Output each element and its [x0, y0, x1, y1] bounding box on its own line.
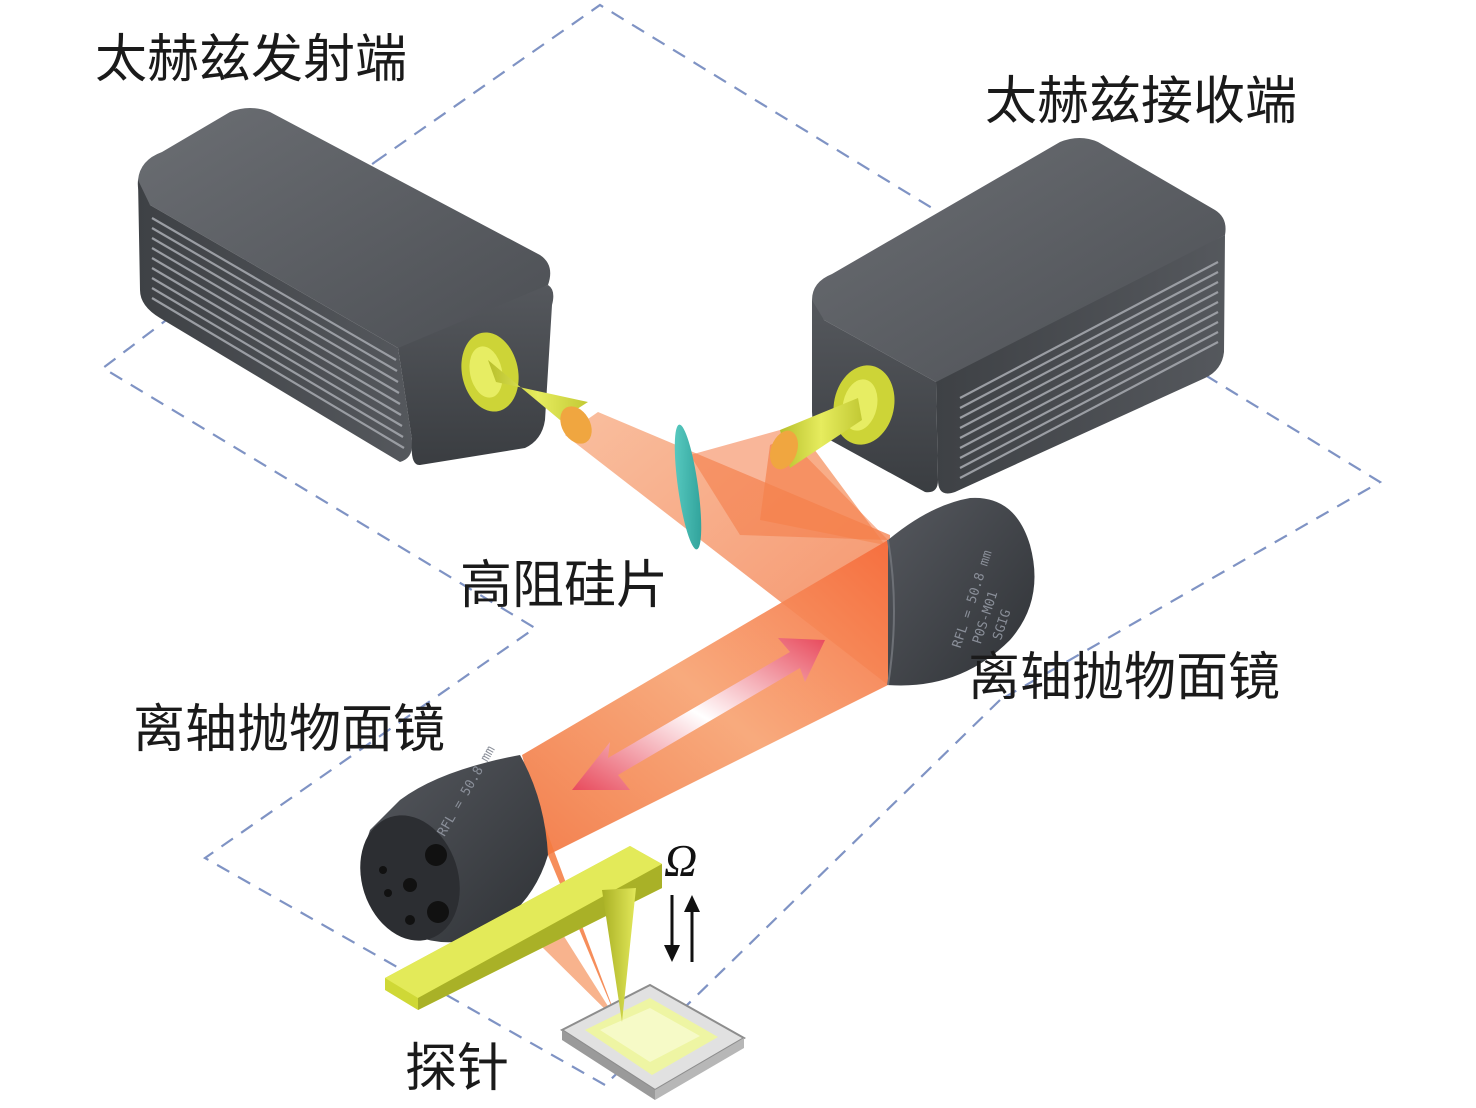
receiver-label: 太赫兹接收端 [985, 72, 1298, 132]
left-mirror-label: 离轴抛物面镜 [133, 700, 446, 760]
off-axis-parabolic-mirror-right: RFL = 50.8 mm P0S-M01 SGIG [887, 497, 1035, 686]
emitter-label: 太赫兹发射端 [95, 30, 408, 90]
bidirectional-arrow-icon [572, 638, 825, 790]
sample-substrate [559, 983, 747, 1100]
receiver-horn-antenna [769, 365, 895, 470]
emitter-horn-antenna [461, 332, 592, 444]
silicon-wafer-label: 高阻硅片 [460, 556, 669, 616]
high-resistivity-silicon-wafer [674, 424, 702, 550]
probe-cantilever [385, 846, 662, 1022]
terahertz-emitter-box [137, 108, 554, 466]
vibration-arrows-icon [664, 895, 700, 962]
right-mirror-label: 离轴抛物面镜 [968, 648, 1281, 708]
off-axis-parabolic-mirror-left: RFL = 50.8 mm [360, 743, 548, 943]
omega-frequency-label: Ω [664, 835, 698, 886]
probe-label: 探针 [405, 1039, 510, 1099]
